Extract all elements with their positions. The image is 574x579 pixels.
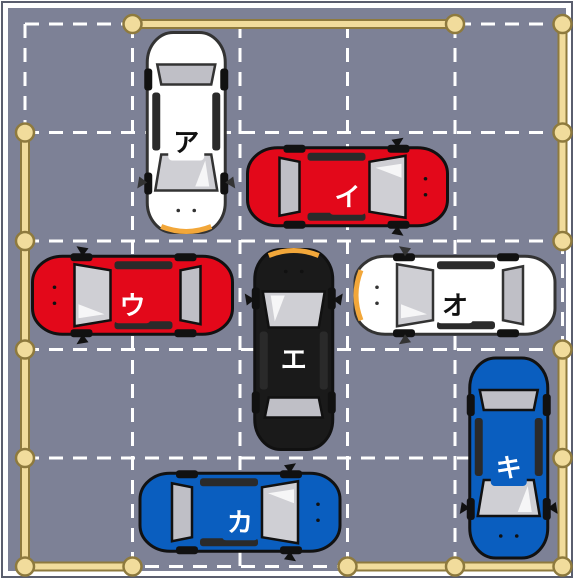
side-window-right (475, 418, 483, 476)
rear-window (157, 65, 215, 85)
car-label-badge: エ (276, 342, 312, 378)
wheel (497, 329, 519, 337)
fence-post (554, 232, 572, 250)
car-label: キ (496, 454, 522, 484)
car-label: イ (334, 183, 360, 213)
fence-post (554, 558, 572, 576)
car-label: エ (281, 346, 307, 376)
hood-mark (515, 534, 519, 538)
wheel (252, 392, 260, 414)
fence-post (554, 341, 572, 359)
car-label-badge: ア (168, 125, 204, 161)
hood-mark (176, 209, 180, 213)
car-label-badge: オ (437, 287, 473, 323)
car-label-badge: イ (330, 179, 366, 215)
fence-post (554, 449, 572, 467)
fence-post (339, 558, 357, 576)
side-window-left (535, 418, 543, 476)
rear-window (172, 483, 192, 541)
hood-mark (499, 534, 503, 538)
side-window-right (437, 261, 495, 269)
fence-post (16, 341, 34, 359)
fence-post (16, 232, 34, 250)
hood-mark (284, 270, 288, 274)
hood-mark (316, 518, 320, 522)
wheel (175, 253, 197, 261)
wheel (467, 394, 475, 416)
wheel (497, 253, 519, 261)
wheel (284, 221, 306, 229)
rear-window (503, 266, 523, 324)
wheel (175, 329, 197, 337)
car-label: ウ (119, 291, 145, 321)
car-label-badge: ウ (115, 287, 151, 323)
wheel (144, 69, 152, 91)
hood-mark (424, 177, 428, 181)
wheel (176, 470, 198, 478)
car-label-badge: キ (491, 450, 527, 486)
side-window-right (115, 261, 173, 269)
side-window-right (152, 93, 160, 151)
hood-mark (53, 301, 57, 305)
hood-mark (424, 193, 428, 197)
side-window-left (308, 153, 366, 161)
fence-post (124, 15, 142, 33)
car-label-badge: カ (222, 504, 258, 540)
wheel (543, 394, 551, 416)
wheel (176, 546, 198, 554)
rear-window (480, 390, 538, 410)
fence-post (554, 15, 572, 33)
car-label: カ (227, 508, 253, 538)
car-label: ア (173, 129, 199, 159)
side-window-left (260, 332, 268, 390)
hood-mark (316, 502, 320, 506)
fence-post (446, 15, 464, 33)
fence-post (554, 124, 572, 142)
side-window-left (200, 478, 258, 486)
hood-mark (375, 285, 379, 289)
fence-post (124, 558, 142, 576)
hood-mark (375, 301, 379, 305)
rear-window (265, 398, 323, 418)
rear-window (181, 266, 201, 324)
hood-mark (300, 270, 304, 274)
hood-mark (53, 285, 57, 289)
fence-post (16, 449, 34, 467)
hood-mark (192, 209, 196, 213)
wheel (220, 69, 228, 91)
wheel (284, 145, 306, 153)
wheel (328, 392, 336, 414)
fence-post (16, 558, 34, 576)
fence-post (446, 558, 464, 576)
side-window-left (212, 93, 220, 151)
rear-window (280, 158, 300, 216)
car-label: オ (442, 291, 468, 321)
side-window-right (320, 332, 328, 390)
fence-post (16, 124, 34, 142)
